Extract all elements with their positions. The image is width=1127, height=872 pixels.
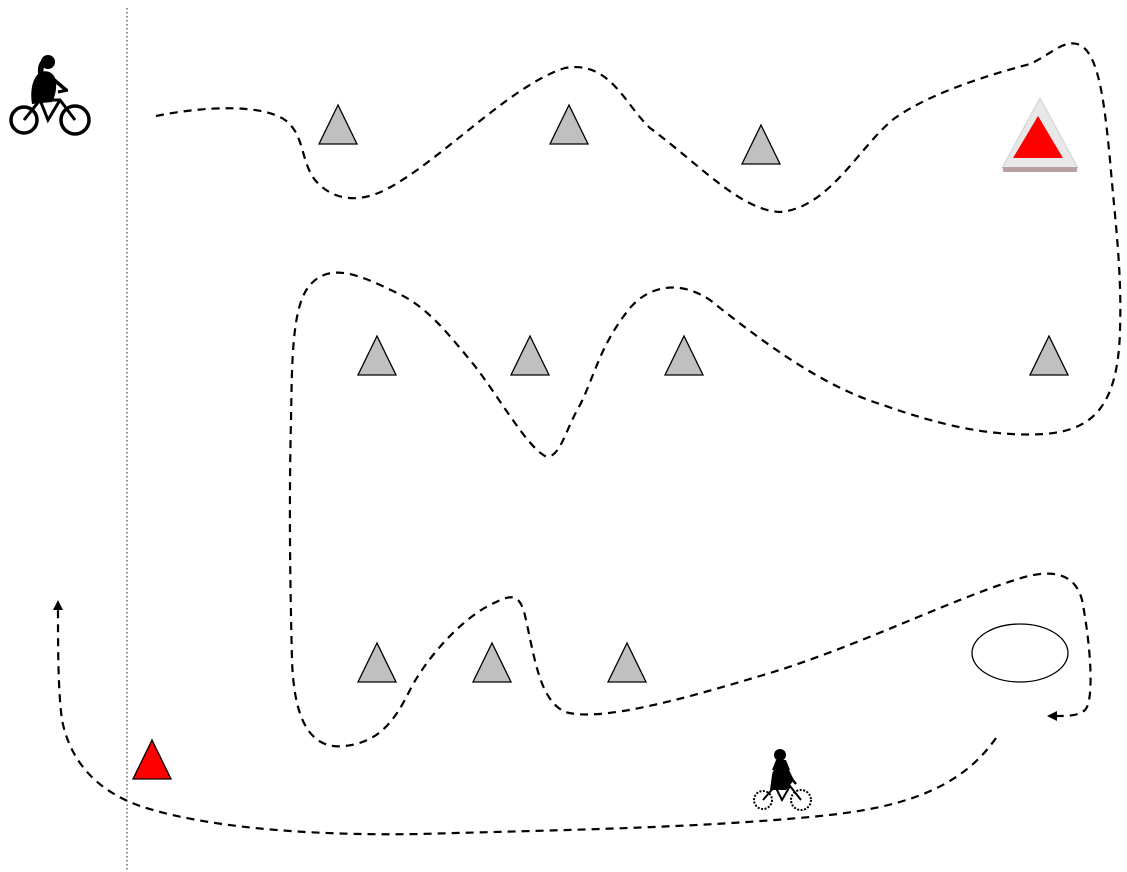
return-path [58,605,996,834]
cone-row-lower [358,643,646,682]
turn-zone-ellipse [972,624,1068,682]
cyclist-icon [754,749,811,810]
cone-gray [473,643,511,682]
cone-gray [742,125,780,164]
cone-gray [1030,336,1068,375]
cone-gray [319,105,357,144]
cone-row-upper [319,105,780,164]
cone-gray [550,105,588,144]
cyclist-icon [11,55,89,134]
cone-gray [608,643,646,682]
cone-gray [665,336,703,375]
cone-red-large [1002,98,1078,172]
cone-red-small [133,740,171,779]
cone-gray [358,643,396,682]
cone-gray [358,336,396,375]
cone-row-middle [358,336,1068,375]
cone-gray [511,336,549,375]
